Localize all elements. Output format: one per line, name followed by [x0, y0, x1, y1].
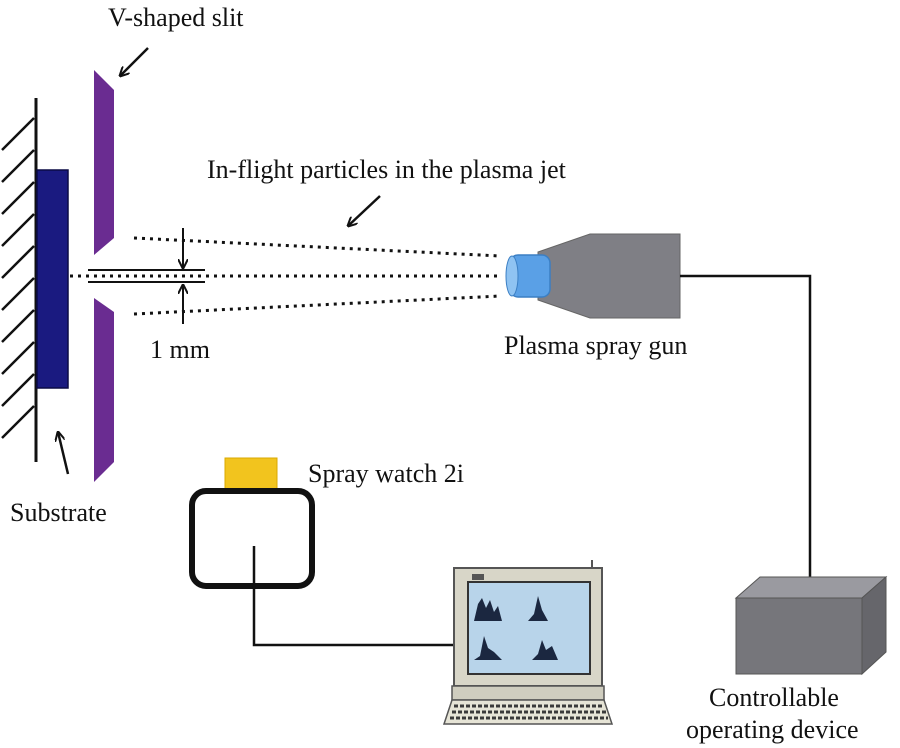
controller-box: [734, 575, 888, 676]
camera-icon: [224, 457, 278, 493]
plasma-spray-gun: [505, 233, 681, 319]
gap-label: 1 mm: [150, 335, 210, 364]
substrate-arrow: [58, 432, 70, 475]
controller-label-line1: Controllable: [709, 683, 839, 712]
substrate: [36, 169, 69, 389]
spray-watch-camera: [189, 457, 315, 589]
desktop-computer-icon: [442, 560, 614, 725]
gap-dimension: [88, 228, 205, 324]
substrate-label: Substrate: [10, 498, 107, 527]
wall: [1, 98, 38, 462]
gun-cable: [680, 274, 812, 578]
gun-label: Plasma spray gun: [504, 331, 687, 360]
spray-watch-label: Spray watch 2i: [308, 459, 464, 488]
v-slit-label: V-shaped slit: [108, 3, 244, 32]
in-flight-arrow: [348, 195, 381, 226]
camera-cable: [252, 546, 462, 647]
controller-label-line2: operating device: [686, 715, 859, 744]
v-slit-arrow: [120, 47, 149, 76]
v-shaped-slit: [94, 70, 114, 482]
in-flight-label: In-flight particles in the plasma jet: [207, 155, 567, 184]
plasma-jet: [70, 236, 501, 316]
